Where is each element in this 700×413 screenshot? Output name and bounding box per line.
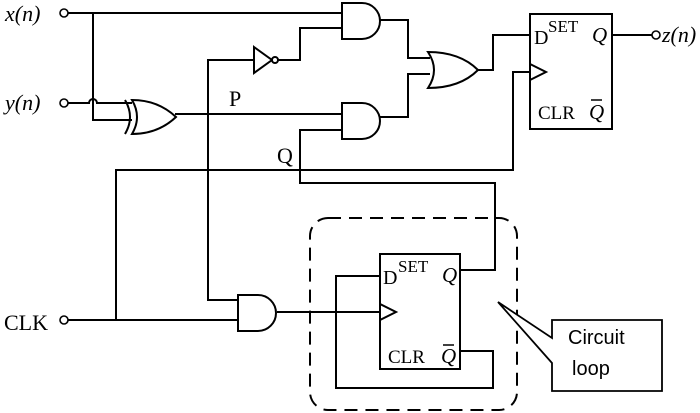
wire-or-to-dff-d [478, 34, 530, 71]
and-gate-2 [341, 102, 381, 140]
callout-line1: Circuit [568, 327, 625, 349]
z-label: z(n) [661, 22, 696, 47]
ff2-qbar-label: Q [441, 344, 456, 368]
ff1-q-label: Q [592, 23, 607, 47]
dff-bottom [379, 253, 461, 370]
dff-top [529, 13, 613, 130]
z-terminal [651, 30, 661, 40]
x-label: x(n) [4, 1, 40, 26]
ff1-set-label: SET [548, 17, 579, 36]
or-gate [426, 50, 480, 90]
wire-q-to-not [207, 59, 254, 114]
wires [68, 12, 652, 389]
wire-loop [335, 275, 494, 389]
ff1-d-label: D [534, 27, 548, 49]
ff1-qbar-label: Q [589, 100, 604, 124]
ff2-set-label: SET [398, 257, 429, 276]
wire-and1-to-or [380, 19, 430, 59]
wire-clk-to-top-ff [115, 71, 530, 320]
and-gate-3 [237, 294, 277, 332]
y-terminal [59, 98, 69, 108]
wire-y-to-xor [68, 98, 132, 104]
ff2-d-label: D [383, 267, 397, 289]
wire-x-to-xor [92, 13, 132, 121]
callout-box [497, 301, 663, 392]
clk-label: CLK [4, 310, 48, 335]
clk-terminal [59, 315, 69, 325]
callout-line2: loop [572, 358, 610, 380]
xor-gate [124, 98, 178, 136]
wire-p-to-and3 [207, 114, 238, 301]
wire-and2-to-or [380, 73, 430, 118]
x-terminal [59, 8, 69, 18]
ff1-clr-label: CLR [538, 103, 575, 124]
not-gate [253, 45, 279, 75]
and-gate-1 [341, 1, 381, 40]
ff2-q-label: Q [442, 263, 457, 287]
y-label: y(n) [3, 90, 40, 115]
p-label: P [229, 86, 241, 111]
wire-not-to-and1 [277, 27, 342, 61]
q-label: Q [277, 143, 293, 168]
wire-q-to-and2 [299, 129, 496, 271]
ff2-clr-label: CLR [388, 347, 425, 368]
